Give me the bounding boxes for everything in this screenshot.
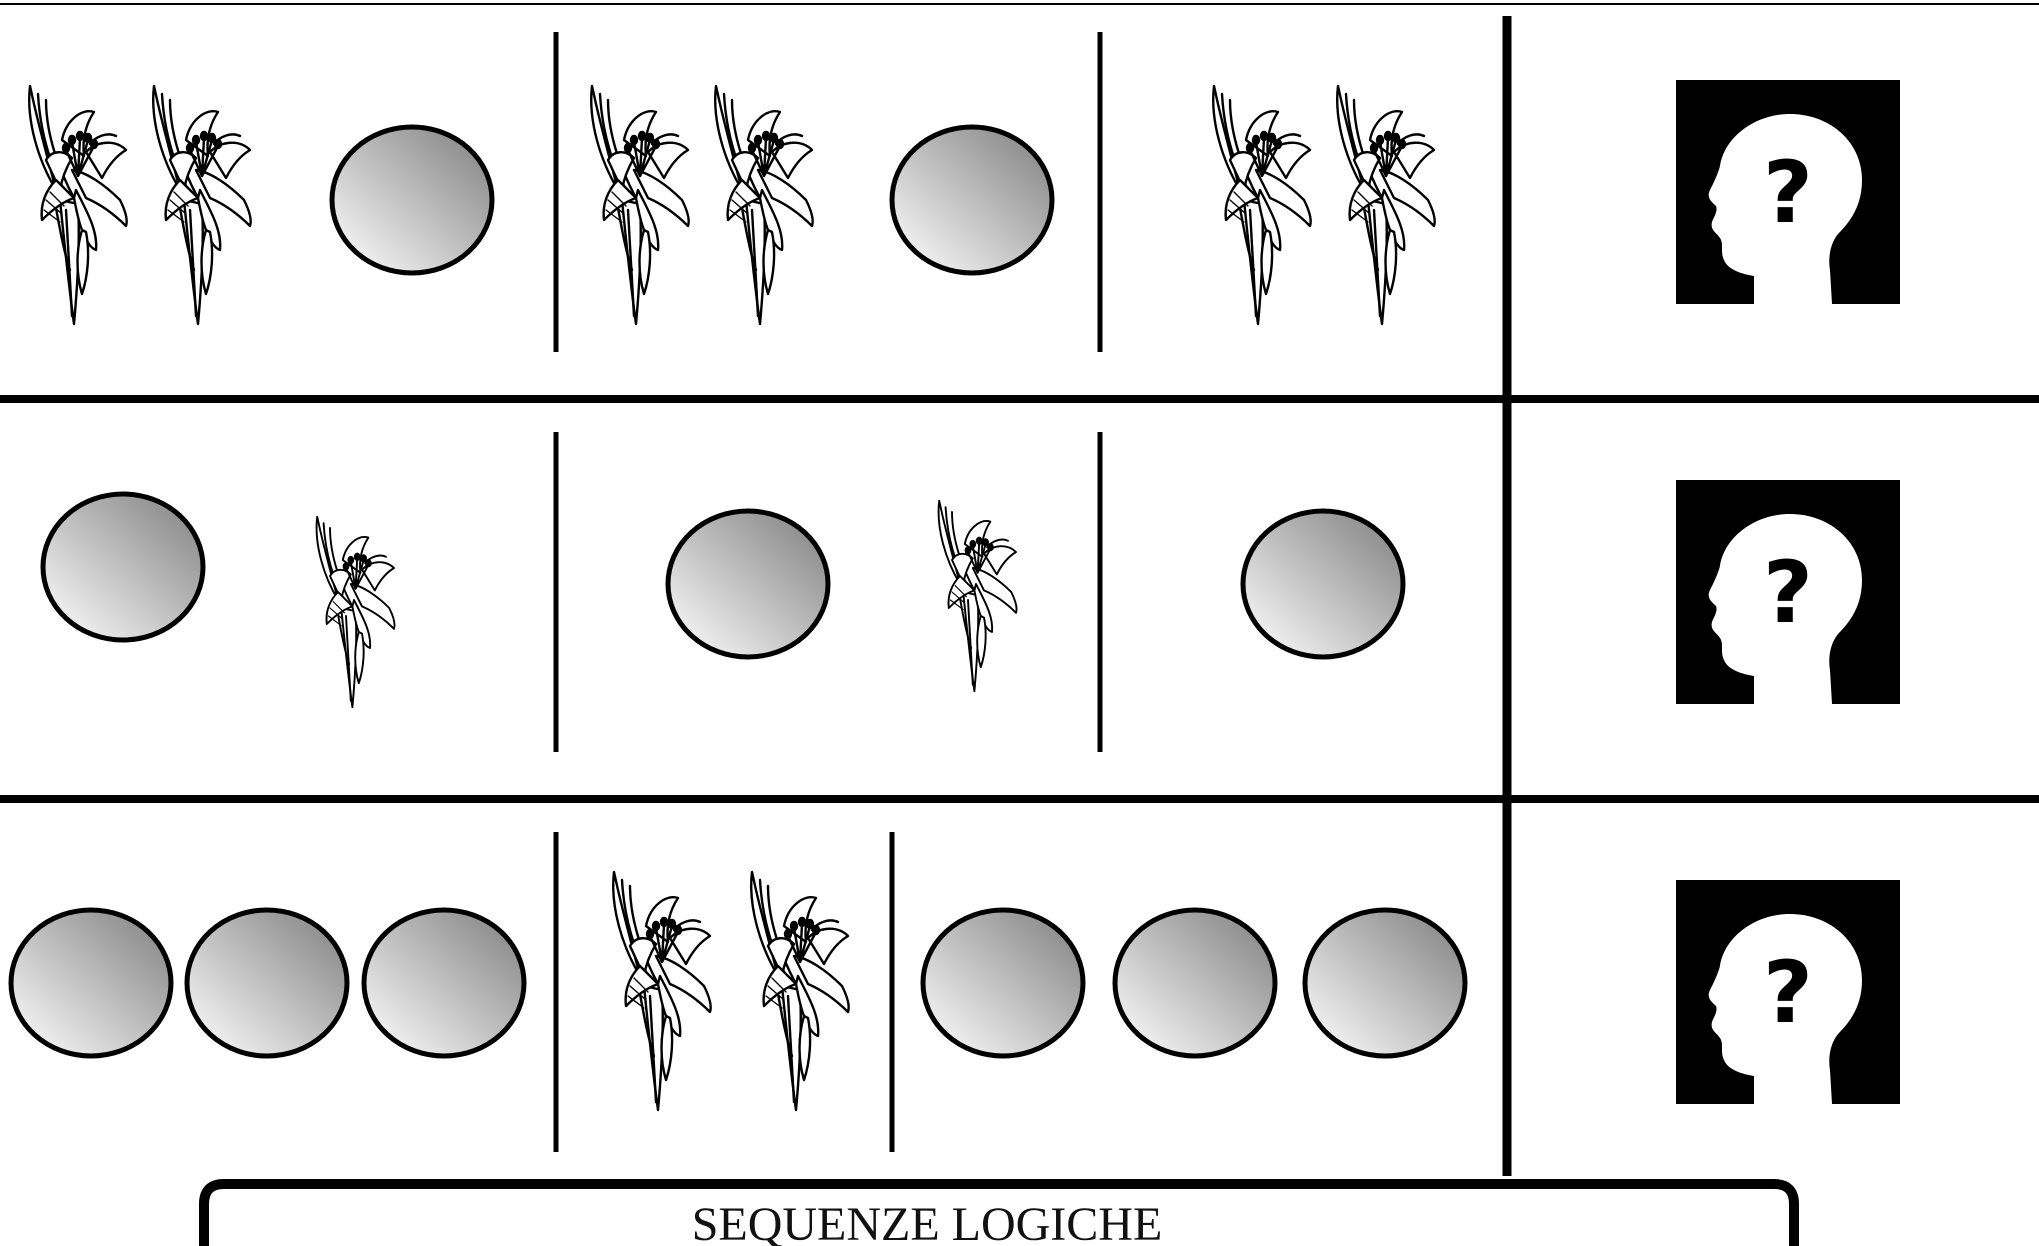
- gray-circle-icon: [364, 910, 524, 1056]
- gray-circle-icon: [187, 910, 347, 1056]
- lily-flower-icon: [939, 501, 1017, 691]
- gray-circle-icon: [1305, 910, 1465, 1056]
- sequence-row: [43, 480, 1900, 707]
- thinking-head-question-icon: [1676, 880, 1900, 1104]
- sequence-row: [11, 872, 1900, 1110]
- sequence-cell: [613, 872, 849, 1110]
- lily-flower-icon: [591, 86, 689, 324]
- lily-flower-icon: [715, 86, 813, 324]
- gray-circle-icon: [668, 511, 828, 657]
- worksheet-title: SEQUENZE LOGICHE: [692, 1198, 1163, 1246]
- sequence-cell: [591, 86, 1052, 324]
- gray-circle-icon: [11, 910, 171, 1056]
- sequence-cell: [29, 86, 492, 324]
- sequence-cell: [1213, 86, 1435, 324]
- lily-flower-icon: [1213, 86, 1311, 324]
- lily-flower-icon: [613, 872, 711, 1110]
- gray-circle-icon: [1115, 910, 1275, 1056]
- gray-circle-icon: [332, 127, 492, 273]
- sequence-row: [29, 80, 1900, 324]
- thinking-head-question-icon: [1676, 480, 1900, 704]
- lily-flower-icon: [317, 517, 395, 707]
- sequence-cell: [43, 494, 395, 707]
- thinking-head-question-icon: [1676, 80, 1900, 304]
- gray-circle-icon: [1243, 511, 1403, 657]
- sequence-cell: [1243, 511, 1403, 657]
- lily-flower-icon: [153, 86, 251, 324]
- gray-circle-icon: [43, 494, 203, 640]
- lily-flower-icon: [751, 872, 849, 1110]
- sequence-cell: [668, 501, 1017, 691]
- gray-circle-icon: [923, 910, 1083, 1056]
- gray-circle-icon: [892, 127, 1052, 273]
- lily-flower-icon: [29, 86, 127, 324]
- sequence-cell: [11, 910, 524, 1056]
- lily-flower-icon: [1337, 86, 1435, 324]
- sequence-cell: [923, 910, 1465, 1056]
